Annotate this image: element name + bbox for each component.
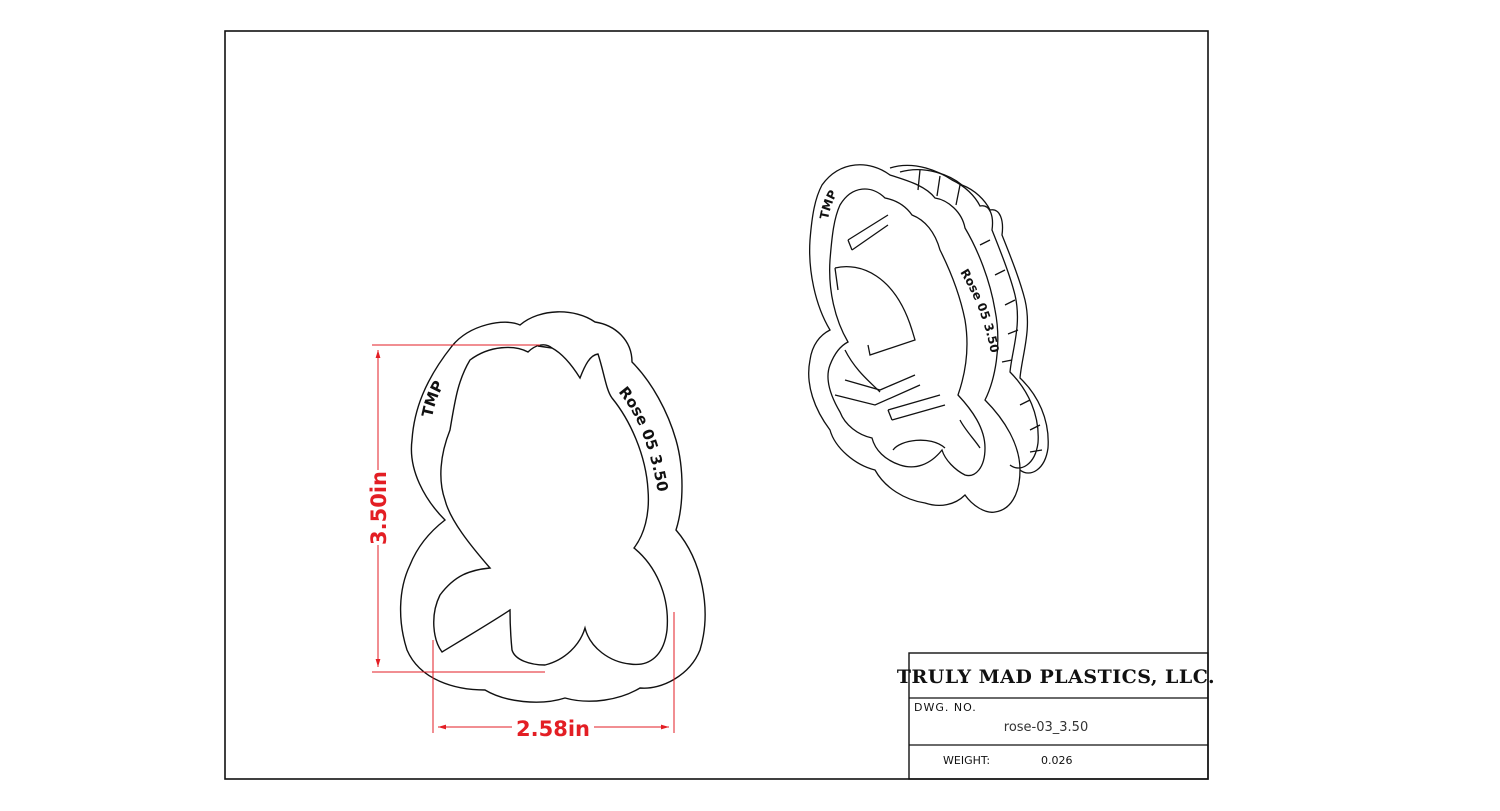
front-outer-outline [399, 311, 706, 703]
iso-inner-wall-6 [844, 349, 881, 393]
height-dimension-label: 3.50in [367, 471, 391, 545]
front-inner-outline [433, 344, 669, 666]
width-dimension [432, 612, 675, 733]
front-emboss-brand: TMP [418, 378, 447, 419]
iso-inner-wall-1 [847, 214, 889, 251]
iso-depth-ticks [917, 169, 1043, 453]
width-dimension-label: 2.58in [516, 717, 590, 741]
iso-front-outer [808, 164, 1021, 513]
title-block: TRULY MAD PLASTICS, LLC. DWG. NO. rose-0… [897, 652, 1215, 780]
isometric-view [808, 164, 1049, 513]
front-emboss-label: Rose 05 3.50 [615, 383, 672, 493]
iso-inner-wall-3 [834, 374, 921, 406]
iso-inner-wall-4 [887, 394, 946, 421]
weight-label: WEIGHT: [943, 754, 990, 767]
front-notch [537, 345, 553, 349]
iso-back-outline-2 [889, 164, 1039, 469]
weight-value: 0.026 [1041, 754, 1073, 767]
dwg-no-value: rose-03_3.50 [1004, 720, 1088, 735]
company-name: TRULY MAD PLASTICS, LLC. [897, 666, 1215, 688]
iso-inner-wall-2 [834, 266, 916, 356]
height-dimension [372, 344, 545, 673]
iso-front-inner [827, 188, 986, 477]
iso-inner-wall-5 [892, 419, 981, 451]
dwg-no-label: DWG. NO. [914, 701, 977, 714]
front-view [399, 311, 706, 703]
sheet-border [224, 30, 1209, 780]
iso-back-outline [899, 169, 1049, 474]
